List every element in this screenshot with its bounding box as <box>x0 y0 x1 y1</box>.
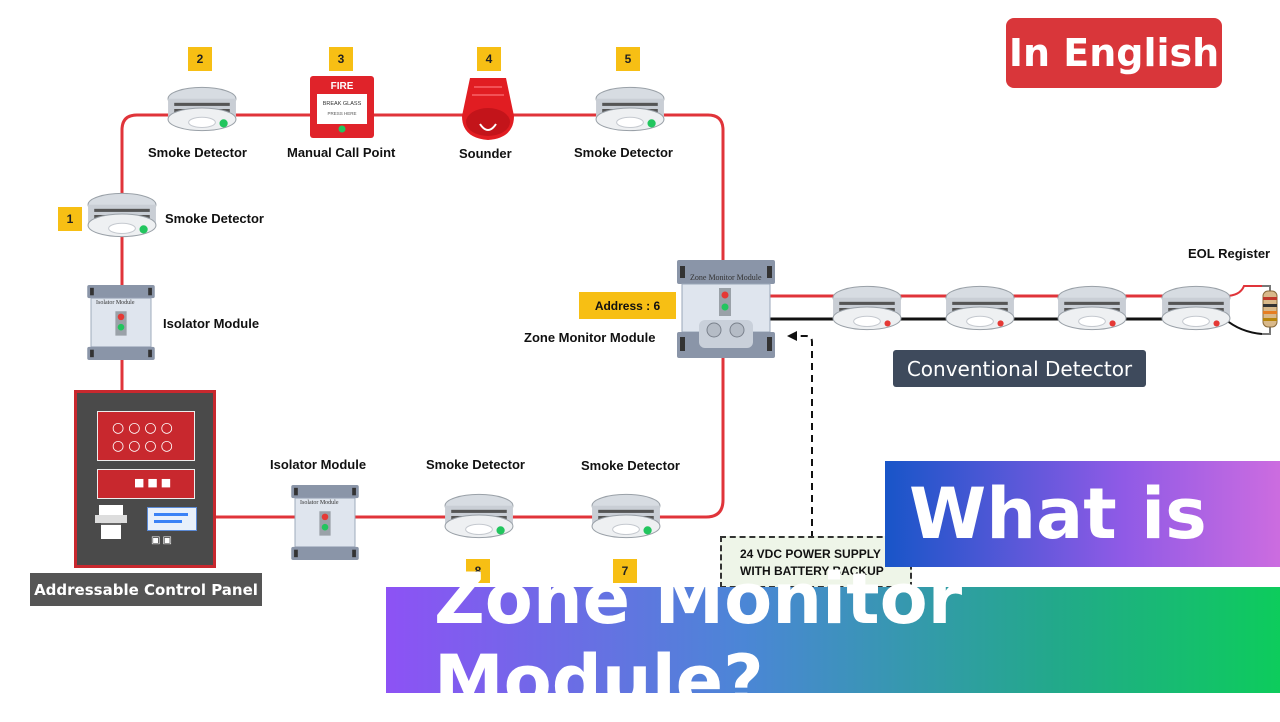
smoke-detector-icon <box>86 184 158 246</box>
smoke-detector-icon <box>594 78 666 140</box>
manual-call-point-icon: FIRE BREAK GLASS PRESS HERE <box>310 76 374 138</box>
device-label: Sounder <box>459 146 512 161</box>
smoke-detector-icon <box>443 485 515 547</box>
device-label: Isolator Module <box>270 457 367 472</box>
device-label: Manual Call Point <box>287 145 396 160</box>
device-label: Smoke Detector <box>574 145 673 160</box>
device-number-tag: 7 <box>613 559 637 583</box>
device-number-tag: 5 <box>616 47 640 71</box>
addressable-control-panel: ○○○○ ○○○○ ■■■ ▣▣ <box>74 390 216 568</box>
conventional-detector-label: Conventional Detector <box>893 350 1146 387</box>
language-badge: In English <box>1006 18 1222 88</box>
device-number-tag: 8 <box>466 559 490 583</box>
device-number-tag: 4 <box>477 47 501 71</box>
conventional-detector-icon <box>1056 277 1128 339</box>
break-glass-text: BREAK GLASS <box>323 101 362 107</box>
device-number-tag: 3 <box>329 47 353 71</box>
device-label: Isolator Module <box>163 316 260 331</box>
conventional-detector-icon <box>1160 277 1232 339</box>
device-number-tag: 2 <box>188 47 212 71</box>
device-label: Smoke Detector <box>426 457 525 472</box>
isolator-module-icon <box>86 285 156 360</box>
zmm-header-text: Zone Monitor Module <box>690 273 762 282</box>
conventional-detector-icon <box>944 277 1016 339</box>
panel-display-icon <box>147 507 197 531</box>
press-here-text: PRESS HERE <box>327 111 356 116</box>
address-tag: Address : 6 <box>579 292 676 319</box>
panel-indicator-block: ○○○○ ○○○○ <box>97 411 195 461</box>
printer-icon <box>95 505 127 539</box>
power-supply-box: 24 VDC POWER SUPPLY WITH BATTERY BACKUP <box>720 536 912 588</box>
smoke-detector-icon <box>166 78 238 140</box>
title-line-2: Zone Monitor Module? <box>386 558 1280 722</box>
control-panel-label: Addressable Control Panel <box>30 573 262 606</box>
isolator-header-text: Isolator Module <box>96 300 135 306</box>
device-label: Smoke Detector <box>581 458 680 473</box>
eol-resistor-icon <box>1262 290 1278 328</box>
sounder-icon <box>462 78 514 140</box>
device-label: Smoke Detector <box>165 211 264 226</box>
panel-keys-icon: ▣▣ <box>151 535 174 546</box>
device-label: EOL Register <box>1188 246 1271 261</box>
isolator-module-icon <box>290 485 360 560</box>
device-number-tag: 1 <box>58 207 82 231</box>
smoke-detector-icon <box>590 485 662 547</box>
fire-text: FIRE <box>331 81 354 92</box>
isolator-header-text: Isolator Module <box>300 500 339 506</box>
panel-button-strip: ■■■ <box>97 469 195 499</box>
conventional-detector-icon <box>831 277 903 339</box>
psu-line-2: WITH BATTERY BACKUP <box>740 564 884 578</box>
title-line-1: What is <box>885 461 1280 567</box>
device-label: Smoke Detector <box>148 145 247 160</box>
psu-line-1: 24 VDC POWER SUPPLY <box>740 547 881 561</box>
zone-monitor-module-icon <box>677 260 775 358</box>
device-label: Zone Monitor Module <box>524 330 656 345</box>
